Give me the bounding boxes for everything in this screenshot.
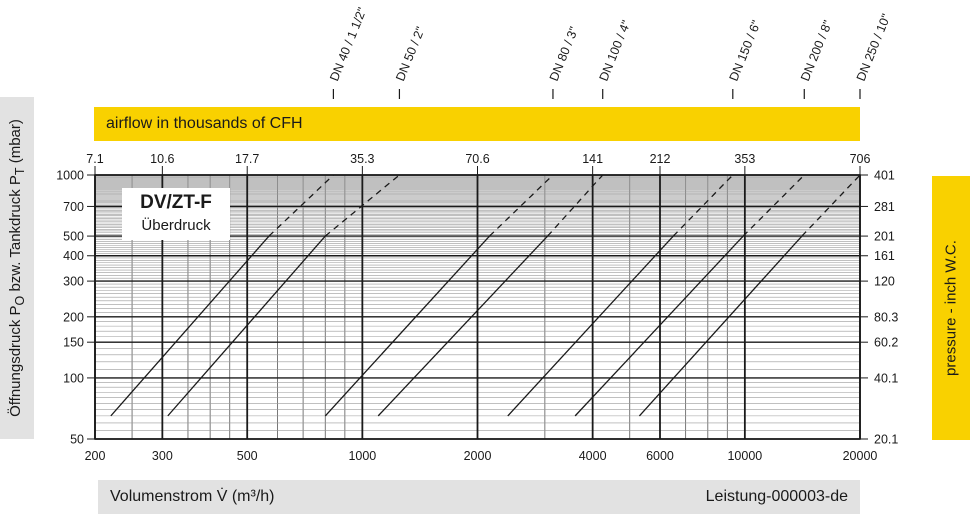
axes-layer (87, 166, 868, 440)
dn-label: DN 250 / 10" (854, 12, 894, 83)
y2-tick-label: 281 (874, 200, 895, 214)
y2-tick-label: 20.1 (874, 433, 898, 447)
y-tick-label: 500 (63, 230, 84, 244)
x-tick-label: 200 (85, 449, 106, 463)
chart-subtitle: Überdruck (141, 217, 211, 234)
y-tick-label: 100 (63, 371, 84, 385)
dn-label: DN 80 / 3" (547, 25, 581, 83)
y-tick-label: 700 (63, 200, 84, 214)
x2-tick-label: 70.6 (465, 152, 489, 166)
series-layer (110, 174, 861, 417)
chart-legend-box: DV/ZT-F Überdruck (122, 188, 230, 240)
series-line-solid (507, 235, 674, 417)
x2-tick-label: 706 (850, 152, 871, 166)
series-line-solid (574, 235, 744, 417)
y2-tick-label: 40.1 (874, 371, 898, 385)
series-line-dashed (268, 174, 334, 237)
x2-tick-label: 141 (582, 152, 603, 166)
series-line-dashed (672, 174, 734, 237)
y2-tick-label: 161 (874, 249, 895, 263)
x-axis-label: Volumenstrom V̇ (m³/h) (110, 488, 275, 505)
y2-tick-label: 60.2 (874, 336, 898, 350)
x2-tick-label: 35.3 (350, 152, 374, 166)
y-tick-label: 300 (63, 275, 84, 289)
secondary-x-axis-label: airflow in thousands of CFH (94, 107, 860, 141)
x2-tick-label: 10.6 (150, 152, 174, 166)
x-tick-label: 4000 (579, 449, 607, 463)
series-line-solid (324, 235, 490, 417)
x2-tick-label: 7.1 (86, 152, 103, 166)
dn-label: DN 200 / 8" (798, 18, 835, 83)
y2-tick-label: 80.3 (874, 310, 898, 324)
series-line-solid (638, 235, 803, 417)
x-tick-label: 20000 (843, 449, 878, 463)
y2-tick-label: 120 (874, 275, 895, 289)
x2-tick-label: 17.7 (235, 152, 259, 166)
y-tick-label: 1000 (56, 169, 84, 183)
secondary-y-axis-label-band: pressure - inch W.C. (932, 176, 970, 440)
x-tick-label: 10000 (727, 449, 762, 463)
series-line-dashed (742, 174, 805, 237)
y-tick-label: 200 (63, 310, 84, 324)
x2-tick-label: 353 (734, 152, 755, 166)
y2-tick-label: 401 (874, 169, 895, 183)
dn-labels: DN 40 / 1 1/2" DN 50 / 2" DN 80 / 3" DN 100… (327, 5, 893, 99)
dn-label: DN 100 / 4" (597, 18, 634, 83)
series-line-solid (377, 235, 549, 417)
series-line-solid (110, 235, 270, 417)
dn-label: DN 50 / 2" (393, 25, 427, 83)
y-axis-label-band: Öffnungsdruck PO bzw. Tankdruck PT (mbar… (0, 97, 34, 439)
x-tick-label: 6000 (646, 449, 674, 463)
series-line-dashed (324, 174, 400, 237)
chart-title: DV/ZT-F (140, 192, 212, 213)
series-line-dashed (547, 174, 604, 237)
y-tick-label: 400 (63, 249, 84, 263)
series-line-solid (167, 235, 326, 417)
x-tick-label: 1000 (348, 449, 376, 463)
document-id: Leistung-000003-de (705, 488, 848, 505)
x-axis-label-band: Volumenstrom V̇ (m³/h) Leistung-000003-d… (98, 480, 860, 514)
y-tick-label: 50 (70, 433, 84, 447)
x2-tick-label: 212 (650, 152, 671, 166)
series-line-dashed (489, 174, 554, 237)
y-tick-label: 150 (63, 336, 84, 350)
dn-label: DN 40 / 1 1/2" (327, 5, 369, 83)
y2-tick-label: 201 (874, 230, 895, 244)
x-tick-label: 300 (152, 449, 173, 463)
series-line-dashed (801, 174, 861, 237)
x-tick-label: 2000 (464, 449, 492, 463)
x-tick-label: 500 (237, 449, 258, 463)
dn-label: DN 150 / 6" (727, 18, 764, 83)
